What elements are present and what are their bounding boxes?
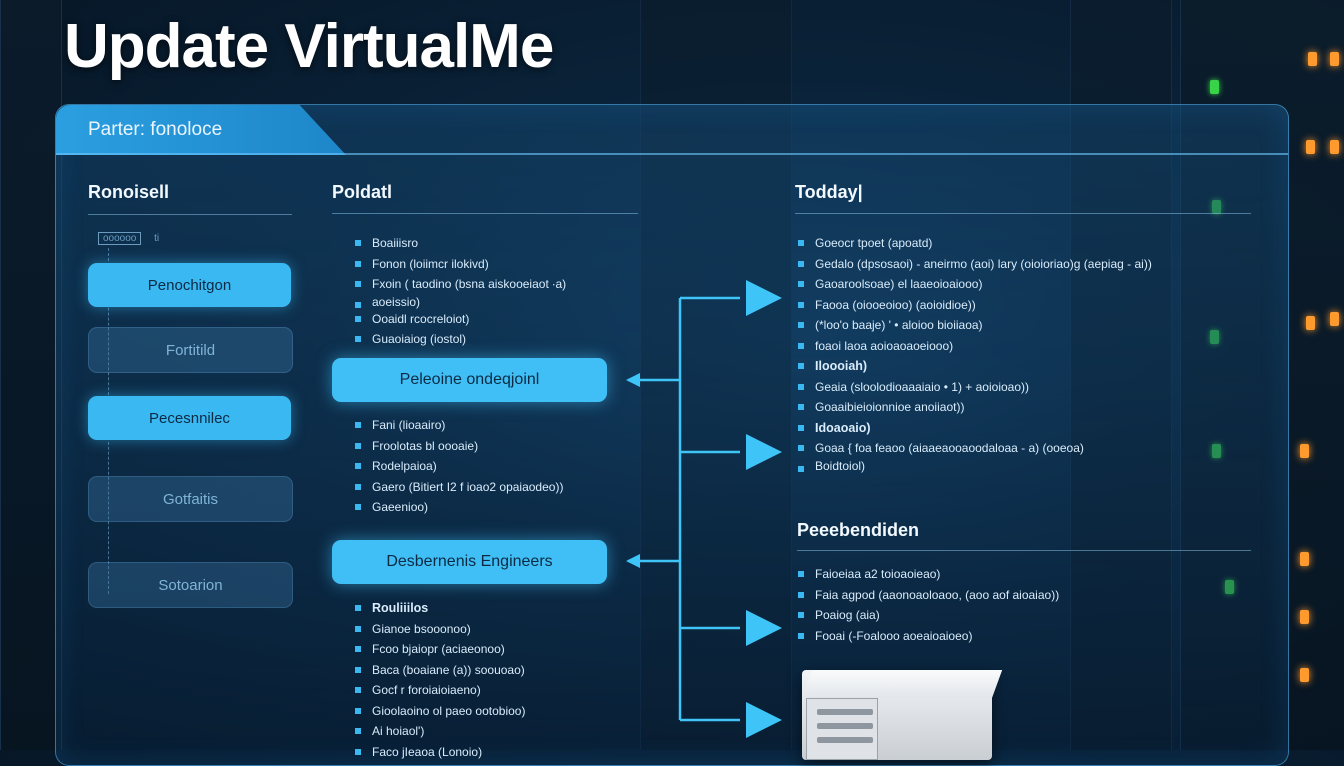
list-item: Fani (lioaairo) [352,415,563,436]
panel-tab-label: Parter: fonoloce [88,119,223,140]
drive-slot [817,723,873,729]
list-item: Ai hoiaol') [352,721,525,742]
right-column-rule [795,213,1251,214]
list-item: Boaiiisro [352,233,566,254]
list-item: Fooai (-Foalooo aoeaioaioeo) [795,626,1059,647]
list-item: Froolotas bl oooaie) [352,436,563,457]
left-column-title: Ronoisell [88,182,170,202]
list-item: Rodelpaioa) [352,456,563,477]
drive-slot [817,709,873,715]
recommendations-title: Peeebendiden [797,520,920,540]
left-column-rule [88,214,292,215]
list-item: Boidtoiol) [795,459,1152,473]
middle-list-top: Boaiiisro Fonon (loiimcr ilokivd) Fxoin … [352,233,566,350]
recommendations-rule [797,550,1251,551]
list-item: Rouliiilos [352,598,525,619]
today-list: Goeocr tpoet (apoatd) Gedalo (dpsosaoi) … [795,233,1152,473]
filter-tag-text: ti [154,233,160,244]
list-item: Fcoo bjaiopr (aciaeonoo) [352,639,525,660]
list-item: Faia agpod (aaonoaoloaoo, (aoo aof aioai… [795,585,1059,606]
list-item: Goeocr tpoet (apoatd) [795,233,1152,254]
list-item: Fxoin ( taodino (bsna aiskooeiaot ∙a) [352,274,566,295]
middle-column-title: Poldatl [332,182,393,202]
nav-button-3[interactable]: Pecesnnilec [88,396,291,440]
panel-tab[interactable]: Parter: fonoloce [56,105,346,155]
filter-tag-box: oooooo [98,232,142,245]
list-item: foaoi laoa aoioaoaoeiooo) [795,336,1152,357]
panel-divider [56,153,1288,155]
list-item: Goaa { foa feaoo (aiaaeaooaoodaloaa - a)… [795,438,1152,459]
list-item: Ooaidl rcocreloiot) [352,309,566,330]
right-column-title: Todday| [795,182,863,202]
action-button-1[interactable]: Peleoine ondeqjoinl [332,358,607,402]
list-item: Fonon (loiimcr ilokivd) [352,254,566,275]
recommendations-list: Faioeiaa a2 toioaoieao) Faia agpod (aaon… [795,564,1059,646]
list-item: Geaia (sloolodioaaaiaio • 1) + aoioioao)… [795,377,1152,398]
list-item: Gaero (Bitiert I2 f ioao2 opaiaodeo)) [352,477,563,498]
nav-button-5[interactable]: Sotoarion [88,562,293,608]
filter-tag[interactable]: oooooo ti [98,232,159,245]
drive-slot [817,737,873,743]
middle-list-mid: Fani (lioaairo) Froolotas bl oooaie) Rod… [352,415,563,518]
list-item: Gianoe bsooonoo) [352,619,525,640]
action-button-2[interactable]: Desbernenis Engineers [332,540,607,584]
list-item: Gedalo (dpsosaoi) - aneirmo (aoi) lary (… [795,254,1152,275]
server-illustration [802,670,1003,760]
middle-column-rule [332,213,638,214]
list-item: (*loo'o baaje) ' • aloioo bioiiaoa) [795,315,1152,336]
server-front [806,698,878,760]
nav-button-2[interactable]: Fortitild [88,327,293,373]
list-item: Faooa (oiooeoioo) (aoioidioe)) [795,295,1152,316]
list-item: Guaoiaiog (iostol) [352,329,566,350]
list-item: Idoaoaio) [795,418,1152,439]
list-item: Faioeiaa a2 toioaoieao) [795,564,1059,585]
list-item: Gaoaroolsoae) el laaeoioaiooo) [795,274,1152,295]
list-item: Gocf r foroiaioiaeno) [352,680,525,701]
list-item: aoeissio) [352,295,566,309]
page-headline: Update VirtualMe [64,12,554,81]
nav-button-4[interactable]: Gotfaitis [88,476,293,522]
flow-arrows [626,280,782,738]
nav-button-1[interactable]: Penochitgon [88,263,291,307]
server-top [802,670,1003,698]
list-item: Goaaibieioionnioe anoiiaot)) [795,397,1152,418]
list-item: Gioolaoino ol paeo ootobioo) [352,701,525,722]
list-item: Baca (boaiane (a)) soouoao) [352,660,525,681]
list-item: Iloooiah) [795,356,1152,377]
list-item: Gaeenioo) [352,497,563,518]
list-item: Poaiog (aia) [795,605,1059,626]
